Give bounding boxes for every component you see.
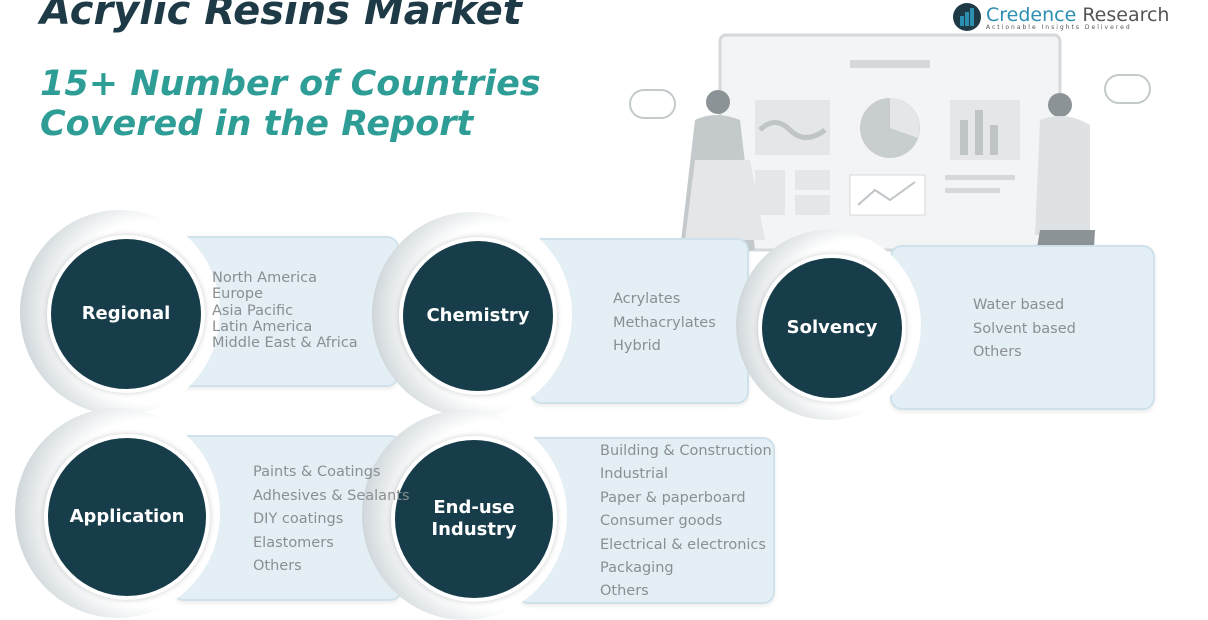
segment-label-line-1: End-use bbox=[433, 497, 515, 518]
list-item: Building & Construction bbox=[600, 443, 772, 459]
list-item: Adhesives & Sealants bbox=[253, 487, 410, 504]
subtitle: 15+ Number of Countries Covered in the R… bbox=[40, 64, 541, 144]
segment-label: Regional bbox=[81, 303, 171, 324]
logo-icon bbox=[953, 3, 981, 31]
list-item: Others bbox=[600, 583, 649, 600]
regional-list: North America Europe Asia Pacific Latin … bbox=[212, 270, 358, 351]
presentation-illustration bbox=[629, 33, 1151, 320]
list-item: Hybrid bbox=[613, 338, 661, 354]
segment-label: Solvency bbox=[786, 317, 878, 338]
list-item: Elastomers bbox=[253, 534, 334, 551]
solvency-list: Water based Solvent based Others bbox=[973, 294, 1076, 365]
segment-circle-application: Application bbox=[44, 434, 210, 600]
segment-label: Application bbox=[69, 506, 185, 527]
list-item: Middle East & Africa bbox=[212, 335, 358, 352]
credence-research-logo: Credence Research Actionable Insights De… bbox=[952, 2, 1169, 32]
subtitle-line-2: Covered in the Report bbox=[40, 104, 474, 144]
segment-label: Chemistry bbox=[426, 305, 530, 326]
segment-label-line-2: Industry bbox=[431, 519, 517, 540]
application-list: Paints & Coatings Adhesives & Sealants D… bbox=[253, 461, 410, 579]
list-item: Electrical & electronics bbox=[600, 536, 766, 553]
list-item: Acrylates bbox=[613, 291, 681, 307]
page-title: Acrylic Resins Market bbox=[40, 0, 522, 34]
list-item: Others bbox=[973, 344, 1022, 360]
list-item: Asia Pacific bbox=[212, 302, 294, 319]
list-item: DIY coatings bbox=[253, 511, 344, 527]
list-item: Industrial bbox=[600, 466, 669, 483]
segment-circle-regional: Regional bbox=[47, 235, 205, 393]
subtitle-line-1: 15+ Number of Countries bbox=[40, 64, 541, 104]
segment-circle-solvency: Solvency bbox=[758, 254, 906, 402]
segment-box-solvency bbox=[890, 245, 1155, 410]
list-item: Consumer goods bbox=[600, 513, 723, 530]
list-item: Europe bbox=[212, 286, 263, 303]
list-item: Methacrylates bbox=[613, 314, 716, 331]
list-item: North America bbox=[212, 270, 317, 286]
list-item: Paints & Coatings bbox=[253, 464, 381, 480]
list-item: Latin America bbox=[212, 318, 313, 335]
list-item: Others bbox=[253, 558, 302, 574]
list-item: Solvent based bbox=[973, 320, 1076, 337]
chemistry-list: Acrylates Methacrylates Hybrid bbox=[613, 288, 716, 359]
list-item: Paper & paperboard bbox=[600, 489, 746, 506]
end-use-industry-list: Building & Construction Industrial Paper… bbox=[600, 440, 772, 604]
segment-circle-chemistry: Chemistry bbox=[399, 237, 557, 395]
list-item: Packaging bbox=[600, 560, 674, 577]
list-item: Water based bbox=[973, 297, 1065, 313]
logo-name-2: Research bbox=[1076, 3, 1170, 26]
logo-tagline: Actionable Insights Delivered bbox=[986, 23, 1132, 31]
logo-name-1: Credence bbox=[986, 3, 1077, 26]
